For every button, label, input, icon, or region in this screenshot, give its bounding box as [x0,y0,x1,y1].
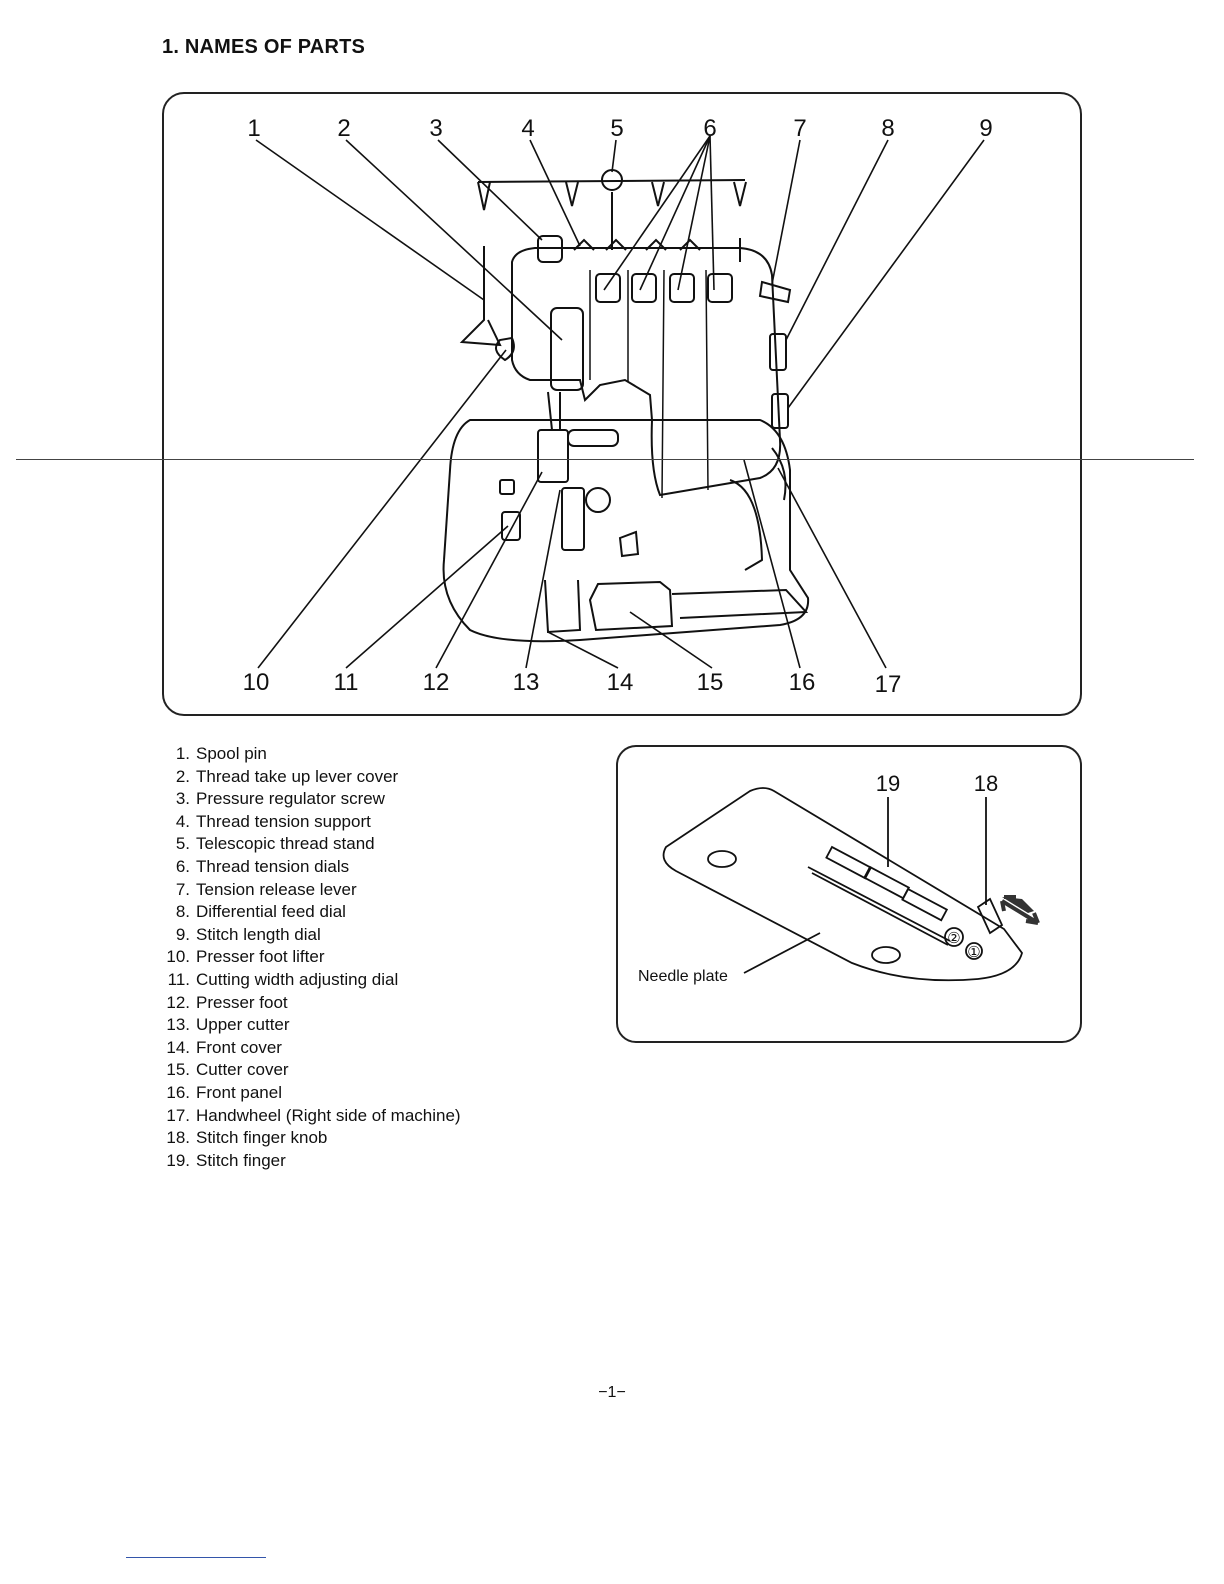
position-2-marker [944,927,964,947]
list-item: 4.Thread tension support [175,811,371,831]
callout-4: 4 [521,115,534,142]
pressure-regulator-screw [537,235,563,263]
list-item: 12.Presser foot [166,992,288,1012]
tension-release-lever [758,280,792,304]
handwheel [771,447,787,501]
callout-17: 17 [875,671,902,698]
needle-plate [662,787,1023,982]
callout-16: 16 [789,669,816,696]
callout-6: 6 [703,115,716,142]
list-item: 2.Thread take up lever cover [175,766,399,786]
presser-foot-lifter [495,336,515,362]
list-item: 11.Cutting width adjusting dial [167,969,399,989]
double-arrow-icon [1002,897,1034,913]
upper-cutter [561,487,585,551]
leader-lines [255,135,985,669]
scan-artifact-line [16,459,1194,460]
cutter-cover [588,580,674,632]
section-title: 1. NAMES OF PARTS [162,36,366,58]
needle-plate-illustration: 19 18 Needle plate ② ① [638,771,1040,985]
list-item: 14.Front cover [166,1037,282,1057]
needle-plate-figure-frame: 19 18 Needle plate ② ① [616,745,1082,1043]
list-item: 1.Spool pin [175,744,267,763]
list-item: 5.Telescopic thread stand [175,834,375,854]
callout-14: 14 [607,669,634,696]
callout-13: 13 [513,669,540,696]
spool-pin [459,246,502,347]
list-item: 7.Tension release lever [175,879,357,899]
stitch-length-dial [771,393,789,429]
callout-12: 12 [423,669,450,696]
callout-5: 5 [610,115,623,142]
callout-3: 3 [429,115,442,142]
front-cover [544,579,582,634]
presser-foot [537,429,569,483]
machine-upper-body [511,247,782,497]
machine-figure-frame [162,92,1082,716]
needle-plate-label: Needle plate [638,968,728,985]
callout-7: 7 [793,115,806,142]
cutting-width-dial [501,511,521,541]
callout-18: 18 [974,771,998,796]
callout-9: 9 [979,115,992,142]
differential-feed-dial [769,333,787,371]
callout-10: 10 [243,669,270,696]
serger-machine-illustration: 1 2 3 4 5 6 7 8 9 10 11 12 13 14 15 16 1… [243,115,993,698]
stitch-finger-knob [976,897,1004,935]
list-item: 9.Stitch length dial [175,924,321,944]
callout-2: 2 [337,115,350,142]
list-item: 8.Differential feed dial [175,902,346,922]
position-1-marker [965,942,983,960]
list-item: 3.Pressure regulator screw [175,789,385,809]
position-2-label: ② [947,930,960,947]
machine-base [442,419,810,643]
front-panel [729,479,764,571]
callout-15: 15 [697,669,724,696]
page-number: −1− [598,1384,626,1401]
callout-19: 19 [876,771,900,796]
list-item: 15.Cutter cover [166,1060,289,1080]
list-item: 16.Front panel [166,1082,282,1102]
position-1-label: ① [967,944,980,961]
list-item: 13.Upper cutter [166,1015,290,1035]
take-up-lever-cover [550,307,584,391]
callout-11: 11 [334,669,359,696]
list-item: 6.Thread tension dials [175,856,350,876]
list-item: 18.Stitch finger knob [166,1128,328,1148]
parts-list: 1.Spool pin 2.Thread take up lever cover… [158,743,461,1172]
list-item: 19.Stitch finger [166,1150,286,1170]
list-item: 17.Handwheel (Right side of machine) [166,1105,461,1125]
list-item: 10.Presser foot lifter [166,947,325,967]
thread-stand-bar [477,179,746,183]
callout-1: 1 [247,115,260,142]
callout-8: 8 [881,115,894,142]
footer-underline [126,1557,266,1558]
